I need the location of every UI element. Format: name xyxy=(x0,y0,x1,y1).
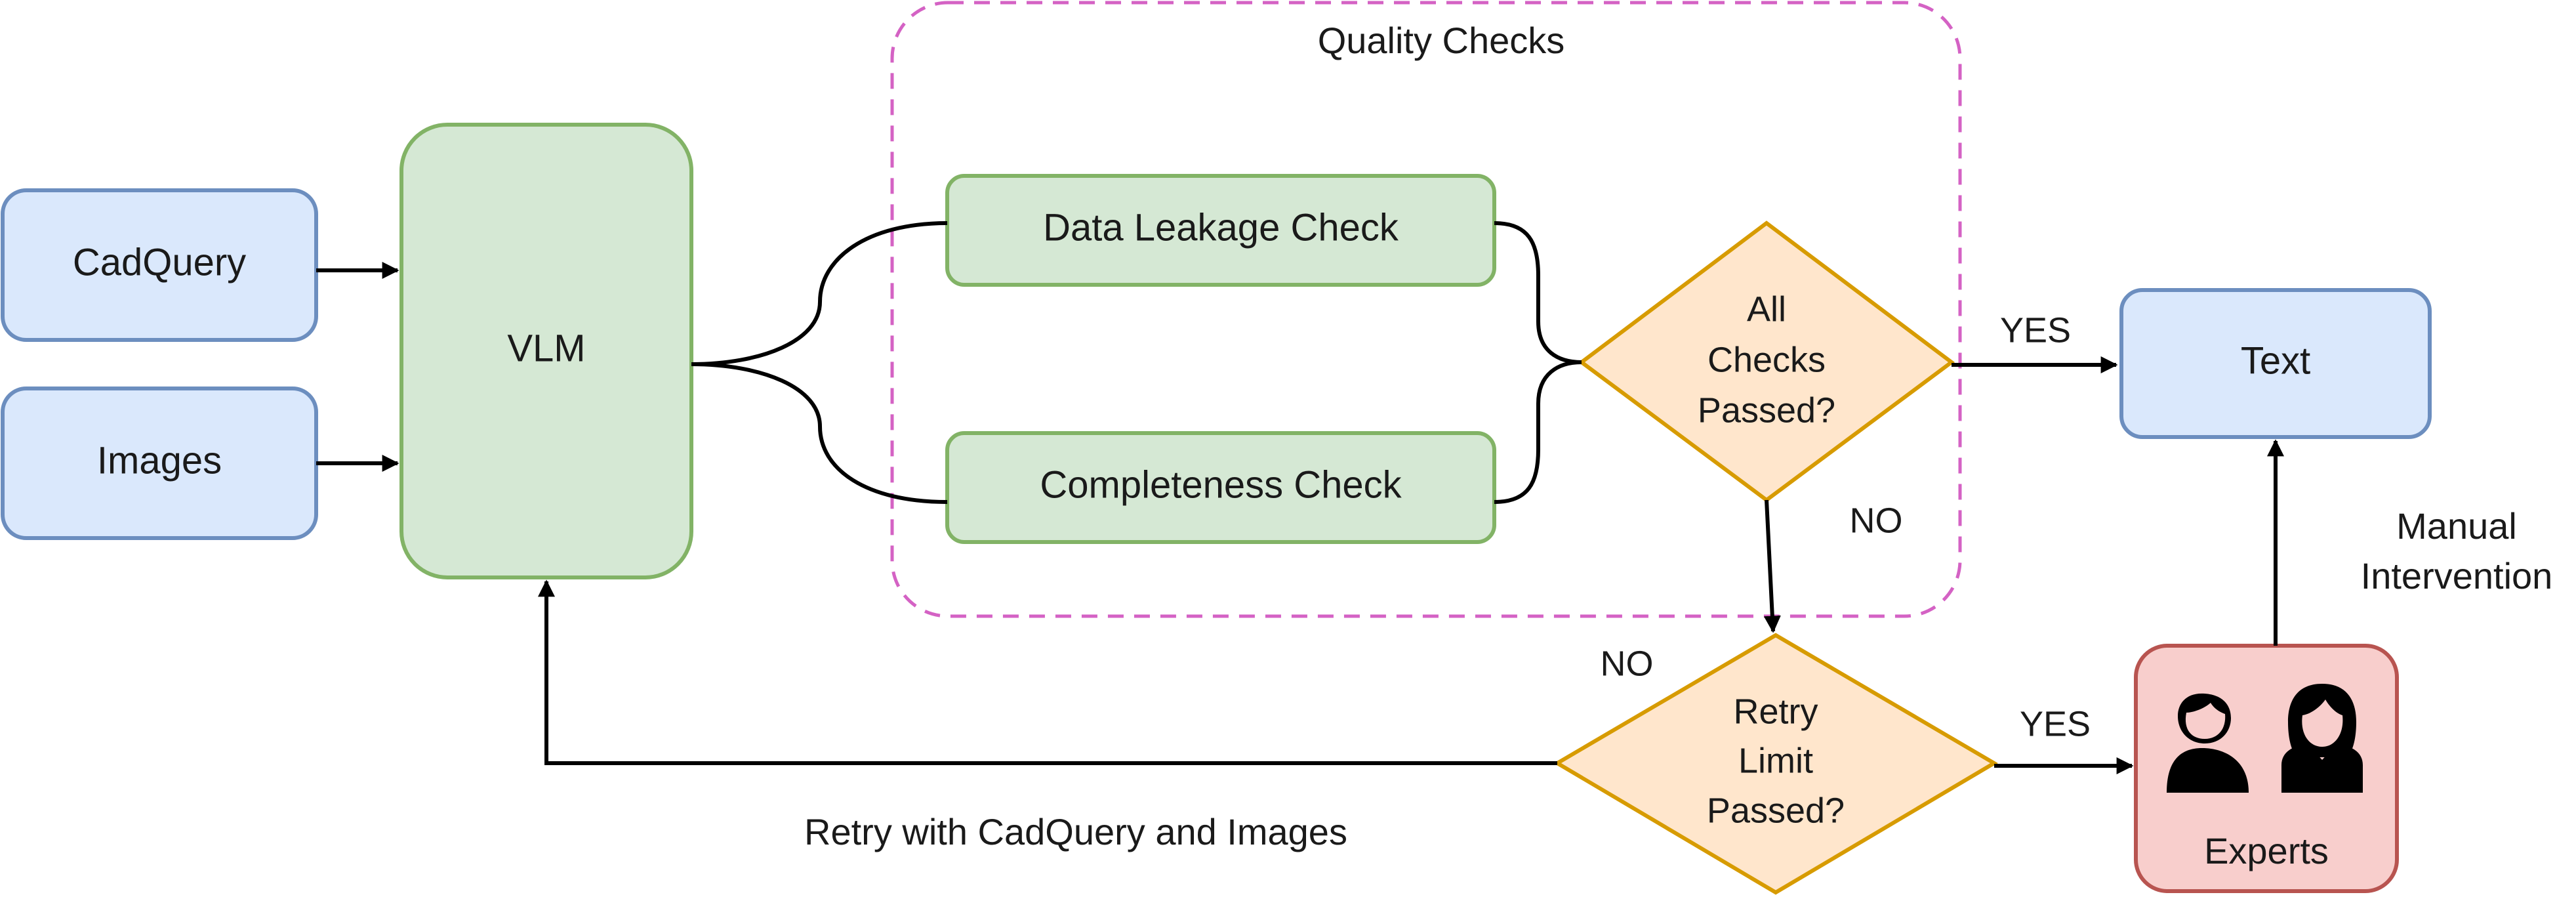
quality-checks-title: Quality Checks xyxy=(1318,20,1565,61)
quality-checks-group xyxy=(890,1,1962,618)
experts-node: Experts xyxy=(2134,644,2399,893)
vlm-to-data-leakage-curve xyxy=(691,221,948,366)
images-label: Images xyxy=(97,439,222,482)
vlm-to-completeness-curve xyxy=(691,362,948,504)
woman-icon xyxy=(2281,684,2363,793)
checks-no-label: NO xyxy=(1850,501,1903,540)
retry-limit-line-2: Limit xyxy=(1738,741,1813,780)
vlm-label: VLM xyxy=(507,327,585,369)
completeness-to-decision-curve xyxy=(1494,360,1582,504)
manual-intervention-line-1: Manual xyxy=(2396,505,2517,547)
data-leakage-check-label: Data Leakage Check xyxy=(1043,206,1399,249)
all-checks-line-1: All xyxy=(1747,289,1786,329)
completeness-check-node: Completeness Check xyxy=(945,431,1496,544)
all-checks-line-2: Checks xyxy=(1707,340,1826,379)
retry-limit-line-3: Passed? xyxy=(1707,791,1845,830)
retry-limit-line-1: Retry xyxy=(1733,692,1818,731)
checks-no-arrow xyxy=(1763,499,1781,633)
person-icon xyxy=(2167,693,2249,793)
retry-yes-label: YES xyxy=(2020,704,2091,743)
cadquery-node: CadQuery xyxy=(1,188,318,342)
all-checks-line-3: Passed? xyxy=(1698,390,1835,430)
data-leakage-check-node: Data Leakage Check xyxy=(945,174,1496,287)
retry-no-arrow xyxy=(538,579,1557,765)
retry-no-label: NO xyxy=(1601,644,1654,683)
connectors xyxy=(316,221,2284,774)
data-leakage-to-decision-curve xyxy=(1494,221,1582,364)
retry-limit-passed-decision: Retry Limit Passed? xyxy=(1553,633,1998,895)
manual-intervention-line-2: Intervention xyxy=(2361,555,2553,596)
cadquery-label: CadQuery xyxy=(73,241,246,283)
checks-yes-label: YES xyxy=(2000,310,2071,350)
text-node: Text xyxy=(2119,288,2432,439)
text-label: Text xyxy=(2241,339,2310,382)
images-node: Images xyxy=(1,387,318,540)
experts-label: Experts xyxy=(2204,830,2329,871)
vlm-node: VLM xyxy=(399,123,693,579)
completeness-check-label: Completeness Check xyxy=(1040,463,1402,506)
retry-path-label: Retry with CadQuery and Images xyxy=(804,811,1347,852)
all-checks-passed-decision: All Checks Passed? xyxy=(1578,220,1955,503)
